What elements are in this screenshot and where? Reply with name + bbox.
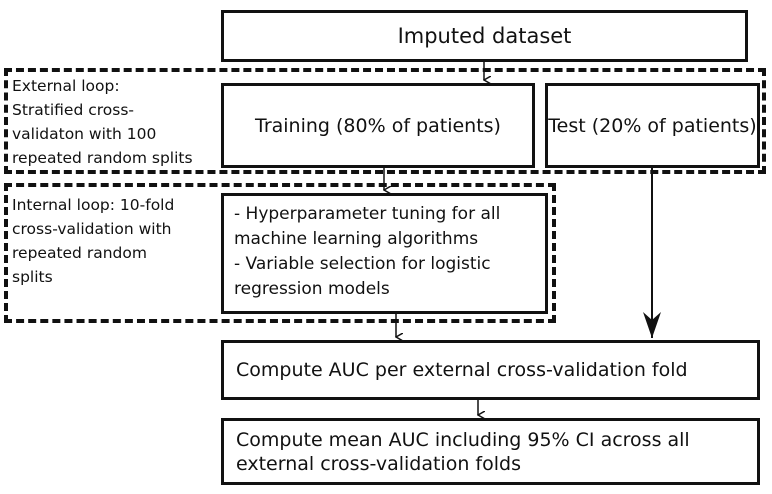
external-loop-frame [4,68,766,174]
compute-mean-box: Compute mean AUC including 95% CI across… [221,418,760,485]
compute-mean-label: Compute mean AUC including 95% CI across… [236,428,690,475]
internal-loop-frame [4,183,556,323]
tuning-label: - Hyperparameter tuning for all machine … [234,204,501,299]
arrow-test-head [643,312,661,338]
internal-loop-label: Internal loop: 10-fold cross-validation … [12,196,175,286]
training-box: Training (80% of patients) [221,83,535,168]
external-loop-label: External loop: Stratified cross- validat… [12,77,193,167]
imputed-dataset-box: Imputed dataset [221,10,748,62]
tuning-box: - Hyperparameter tuning for all machine … [221,193,548,314]
compute-fold-label: Compute AUC per external cross-validatio… [236,359,688,381]
test-label: Test (20% of patients) [548,114,757,137]
training-label: Training (80% of patients) [255,114,501,137]
imputed-dataset-label: Imputed dataset [397,24,572,48]
compute-fold-box: Compute AUC per external cross-validatio… [221,340,760,400]
test-box: Test (20% of patients) [545,83,760,168]
